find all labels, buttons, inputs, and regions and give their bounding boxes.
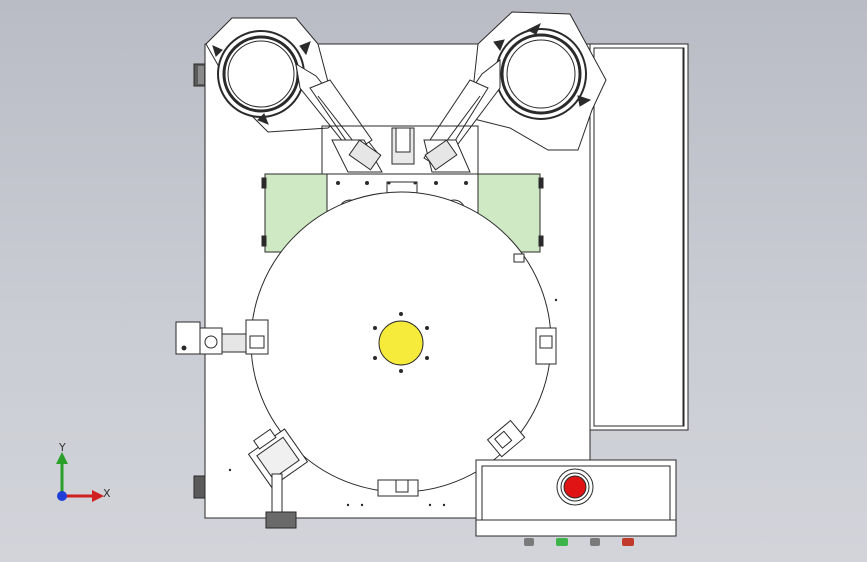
z-axis-dot [57, 491, 67, 501]
status-light-3 [590, 538, 600, 546]
right-feeder-bowl [469, 11, 607, 151]
status-light-4 [622, 538, 634, 546]
hub-bolts [373, 312, 429, 373]
rotary-table [250, 191, 552, 493]
fixture-bottom-right [486, 419, 526, 458]
y-arrowhead [56, 452, 68, 464]
status-light-1 [524, 538, 534, 546]
fixture-right [535, 327, 557, 365]
control-box [475, 459, 677, 537]
table-fixtures [245, 253, 557, 497]
fixture-bottom [377, 479, 419, 497]
x-axis-label: X [103, 487, 111, 500]
plate-bolts [228, 298, 558, 507]
status-lights [524, 538, 634, 546]
left-feed-rail [295, 63, 383, 173]
emergency-stop-button[interactable] [563, 475, 587, 499]
unload-unit [247, 428, 309, 529]
status-light-2 [556, 538, 568, 546]
left-feeder-bowl [205, 17, 339, 133]
side-cabinet [589, 43, 689, 431]
coordinate-triad: Y X [56, 441, 111, 502]
center-hub [378, 320, 424, 366]
x-arrowhead [92, 490, 104, 502]
y-axis-label: Y [58, 441, 66, 454]
right-feed-rail [423, 58, 501, 173]
side-cylinder [175, 321, 247, 355]
fixture-top-right [513, 253, 525, 263]
fixture-left [245, 319, 269, 355]
